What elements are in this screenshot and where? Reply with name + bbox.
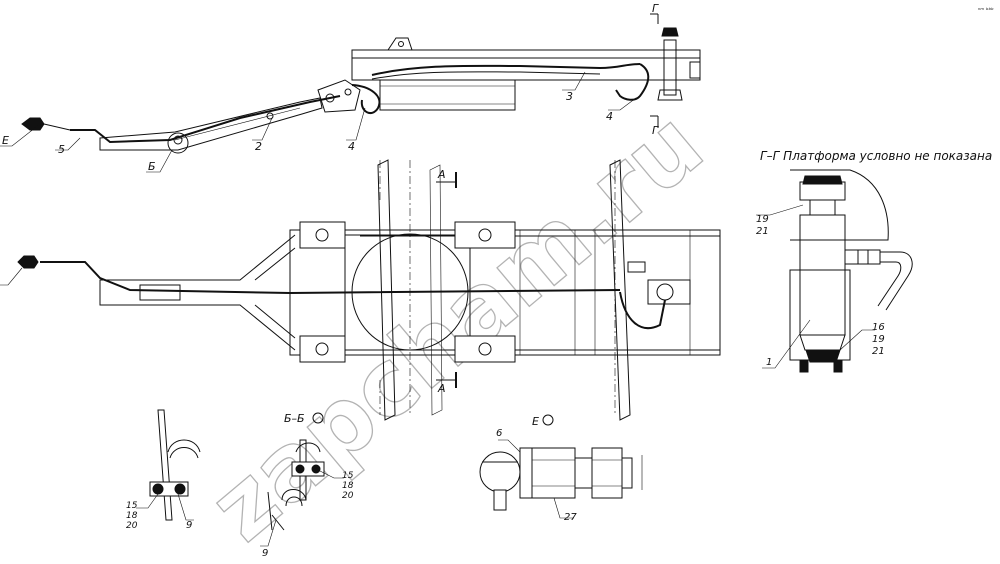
lift-cylinder-side: [657, 27, 701, 101]
plan-view: А А: [0, 159, 721, 421]
plan-drawbar: [99, 234, 296, 351]
bb-callout-9: 9: [262, 548, 268, 559]
watermark: zapcham.ru: [190, 90, 724, 562]
platform-beam: [379, 79, 516, 111]
view-e-title: Е: [532, 415, 539, 428]
callout-4-right: 4: [606, 110, 613, 123]
platform-outline: [351, 49, 701, 81]
bl-callout-15: 15: [126, 501, 138, 511]
gg-callout-16: 16: [872, 322, 885, 333]
view-e: Е 6 27: [479, 414, 643, 523]
section-gg-title: Г–Г Платформа условно не показана: [760, 149, 992, 163]
section-bb: Б–Б 15 18 20 9: [260, 412, 354, 559]
e-callout-6: 6: [496, 428, 502, 439]
svg-text:А: А: [437, 168, 446, 181]
bb-callout-18: 18: [342, 481, 354, 491]
view-b-circle: [167, 132, 189, 154]
view-marker-e-side: Е: [2, 134, 9, 147]
bl-callout-18: 18: [126, 511, 138, 521]
corner-mark: ⁿᵐ ᵇᵇᵇ: [978, 7, 994, 14]
frame-outline: [289, 229, 721, 356]
watermark-text: zapcham.ru: [190, 91, 722, 560]
svg-text:Г: Г: [652, 124, 659, 137]
gg-callout-21-bottom: 21: [872, 346, 885, 357]
section-marker-g: Г Г: [650, 2, 659, 137]
section-gg: Г–Г Платформа условно не показана 19 21 …: [756, 149, 992, 373]
section-marker-a: А А: [436, 168, 457, 395]
callout-5: 5: [58, 143, 65, 156]
plan-brake-line: [40, 261, 621, 295]
bl-callout-9: 9: [186, 520, 192, 531]
top-bracket: [387, 37, 413, 51]
side-view: Г Г Е Б 5 2 4 3 4: [0, 2, 701, 173]
bb-callout-20: 20: [342, 491, 354, 501]
view-marker-b: Б: [148, 160, 156, 173]
callout-3: 3: [566, 90, 573, 103]
drawbar: [99, 97, 323, 151]
hose-3: [371, 63, 641, 76]
bl-callout-20: 20: [126, 521, 138, 531]
svg-text:А: А: [437, 382, 446, 395]
callout-2: 2: [255, 140, 262, 153]
callout-4-left: 4: [348, 140, 355, 153]
svg-text:Г: Г: [652, 2, 659, 15]
gg-callout-19-bottom: 19: [872, 334, 885, 345]
e-callout-27: 27: [564, 512, 577, 523]
gg-callout-1: 1: [766, 357, 772, 368]
bb-callout-15: 15: [342, 471, 354, 481]
gg-callout-21-top: 21: [756, 226, 769, 237]
detail-bottom-left: 15 18 20 9: [126, 409, 201, 531]
brake-line: [70, 95, 341, 144]
section-bb-title: Б–Б: [284, 412, 305, 425]
coupling-head-e: [21, 117, 71, 131]
gg-callout-19-top: 19: [756, 214, 769, 225]
hose-4-right: [615, 63, 650, 101]
hose-4-left: [351, 84, 381, 115]
valve-unit: [619, 261, 691, 330]
hitch-joint: [317, 79, 361, 113]
